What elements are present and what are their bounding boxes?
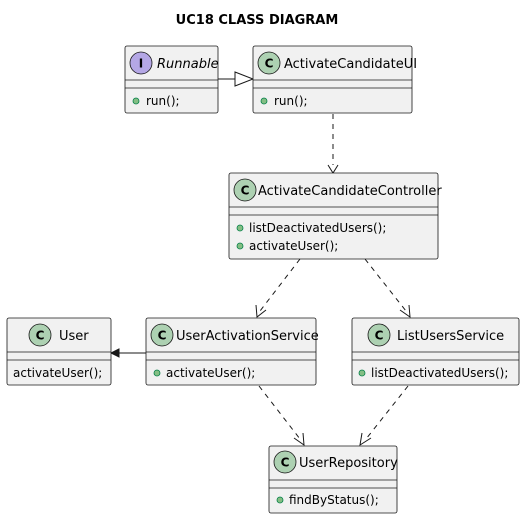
- class-name: ListUsersService: [397, 329, 504, 344]
- public-member-icon: [358, 369, 366, 377]
- member-method: activateUser();: [13, 366, 102, 380]
- association-activation-user-arrowhead: [109, 348, 120, 358]
- class-activate-candidate-ui-box: [252, 45, 413, 114]
- member-method: run();: [274, 94, 308, 108]
- class-badge-letter: C: [265, 57, 274, 71]
- class-badge-letter: C: [241, 184, 250, 198]
- public-member-icon: [276, 496, 284, 504]
- class-list-users-service: C ListUsersService listDeactivatedUsers(…: [351, 317, 520, 386]
- dependency-controller-activation: [259, 258, 301, 312]
- dependency-controller-listusers: [364, 258, 407, 312]
- realization-arrowhead: [234, 71, 255, 87]
- class-user-repository-box: [268, 445, 398, 514]
- class-badge-icon: [257, 51, 281, 75]
- class-name: Runnable: [157, 57, 219, 72]
- class-name: ActivateCandidateUI: [284, 57, 417, 72]
- dependency-controller-activation-arrowhead: [255, 304, 267, 318]
- class-name: User: [59, 329, 89, 344]
- class-badge-icon: [28, 323, 52, 347]
- dependency-controller-listusers-arrowhead: [399, 304, 411, 319]
- class-runnable: I Runnable run();: [124, 45, 219, 114]
- member-method: run();: [146, 94, 180, 108]
- class-activate-candidate-ui: C ActivateCandidateUI run();: [252, 45, 417, 114]
- class-badge-icon: [273, 450, 297, 474]
- dependency-activation-repository: [258, 385, 301, 440]
- class-list-users-service-box: [351, 317, 520, 386]
- class-badge-letter: C: [375, 329, 384, 343]
- class-badge-letter: C: [281, 456, 290, 470]
- public-member-icon: [260, 97, 268, 105]
- class-name: ActivateCandidateController: [258, 184, 442, 199]
- member-method: activateUser();: [166, 366, 255, 380]
- public-member-icon: [236, 242, 244, 250]
- dependency-listusers-repository: [365, 385, 409, 440]
- class-badge-icon: [150, 323, 174, 347]
- class-badge-icon: [233, 178, 257, 202]
- public-member-icon: [236, 224, 244, 232]
- member-method: activateUser();: [249, 239, 338, 253]
- dependency-listusers-repository-arrowhead: [359, 432, 372, 447]
- member-method: listDeactivatedUsers();: [249, 221, 386, 235]
- dependency-ui-controller-arrowhead: [327, 164, 339, 174]
- class-activate-candidate-controller: C ActivateCandidateController listDeacti…: [228, 172, 442, 260]
- dependency-activation-repository-arrowhead: [293, 432, 305, 447]
- relations: [109, 71, 411, 447]
- class-user-activation-service-box: [145, 317, 317, 386]
- member-method: findByStatus();: [289, 493, 379, 507]
- class-name: UserActivationService: [176, 329, 319, 344]
- interface-badge-icon: [129, 51, 153, 75]
- class-badge-icon: [367, 323, 391, 347]
- interface-badge-letter: I: [139, 57, 143, 71]
- class-activate-candidate-controller-box: [228, 172, 439, 260]
- public-member-icon: [132, 97, 140, 105]
- class-badge-letter: C: [36, 329, 45, 343]
- diagram-title: UC18 CLASS DIAGRAM: [176, 13, 339, 28]
- class-name: UserRepository: [299, 456, 398, 471]
- public-member-icon: [153, 369, 161, 377]
- class-user-activation-service: C UserActivationService activateUser();: [145, 317, 319, 386]
- class-user-repository: C UserRepository findByStatus();: [268, 445, 398, 514]
- member-method: listDeactivatedUsers();: [371, 366, 508, 380]
- class-badge-letter: C: [158, 329, 167, 343]
- class-user: C User activateUser();: [6, 317, 112, 386]
